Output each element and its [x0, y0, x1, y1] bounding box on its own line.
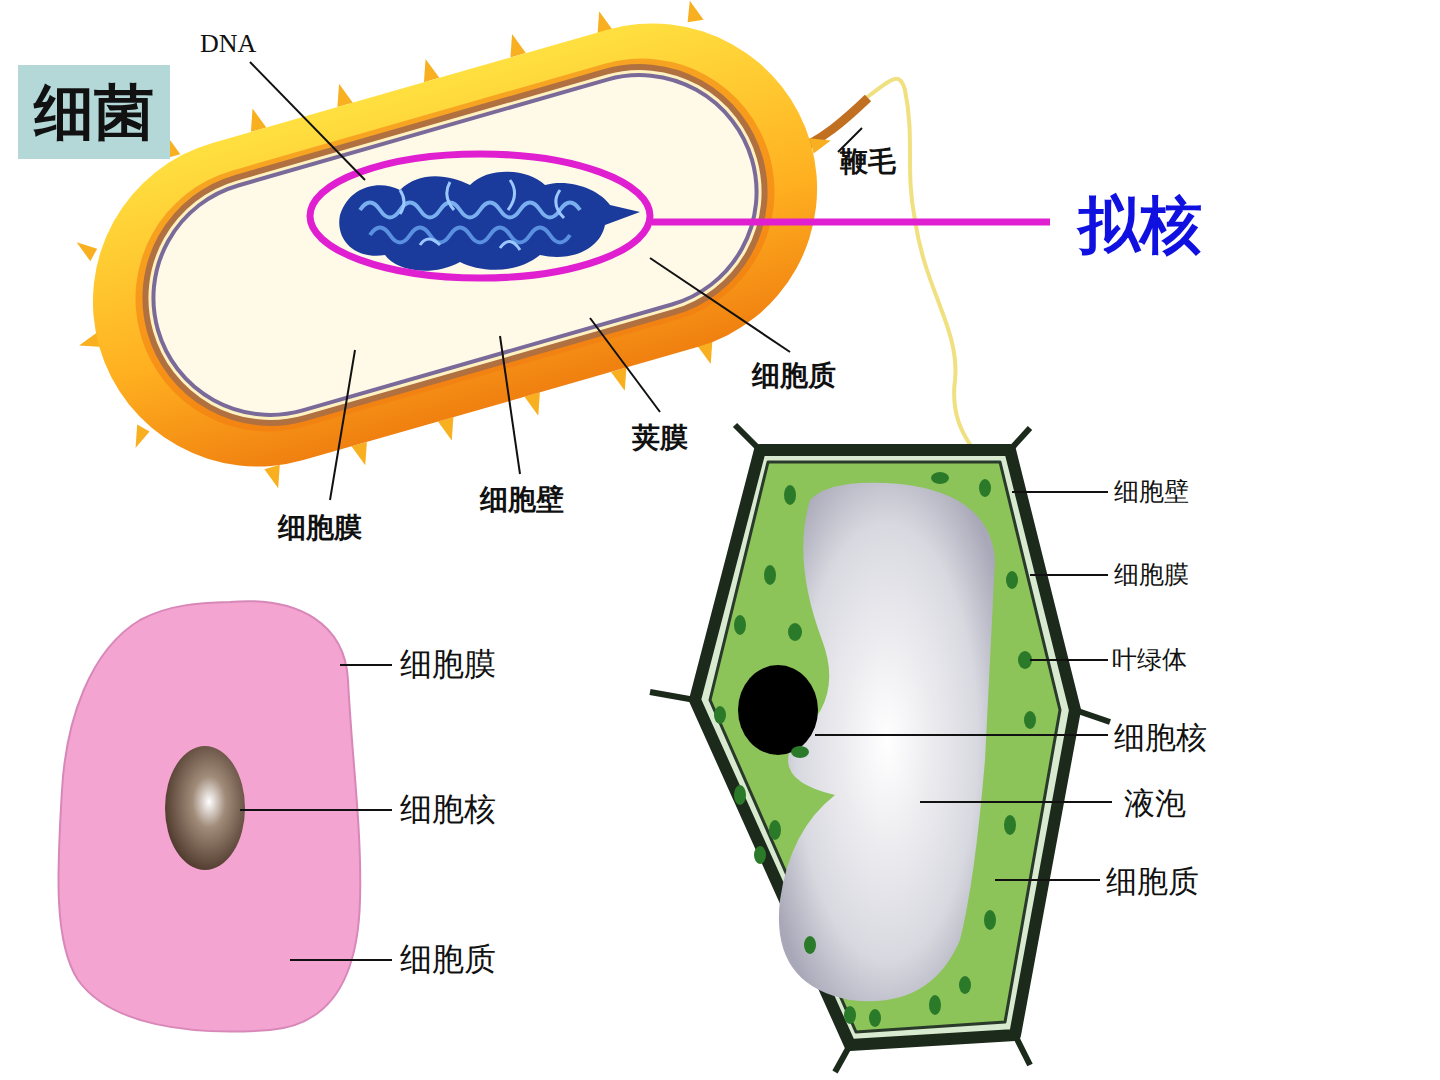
plant-cell — [650, 425, 1110, 1072]
part-label: 细胞核 — [1114, 720, 1207, 754]
part-label: 荚膜 — [632, 423, 688, 454]
part-label: 细胞膜 — [1114, 561, 1189, 589]
part-label: 细胞质 — [752, 361, 836, 392]
part-label: 细胞壁 — [480, 485, 564, 516]
leader-lines — [250, 62, 862, 500]
part-label: 鞭毛 — [840, 147, 896, 178]
part-label: 细胞壁 — [1114, 478, 1189, 506]
dna — [339, 172, 640, 271]
pointer-line — [652, 219, 1050, 226]
leader-lines — [240, 665, 392, 960]
flagellum — [795, 79, 972, 448]
title-box: 细菌 — [18, 65, 170, 159]
part-label: 细胞膜 — [400, 647, 496, 682]
part-label: 细胞膜 — [278, 513, 362, 544]
part-label: 拟核 — [1078, 191, 1202, 259]
part-label: 叶绿体 — [1112, 646, 1187, 674]
nucleoid-ring — [310, 154, 650, 278]
box-title: 细菌 — [34, 79, 154, 145]
part-label: 细胞质 — [400, 942, 496, 977]
animal-cell — [58, 601, 360, 1031]
part-label: 液泡 — [1124, 786, 1186, 820]
part-label: DNA — [200, 30, 256, 59]
part-label: 细胞质 — [1106, 864, 1199, 898]
leader-lines — [815, 492, 1112, 880]
part-label: 细胞核 — [400, 792, 496, 827]
